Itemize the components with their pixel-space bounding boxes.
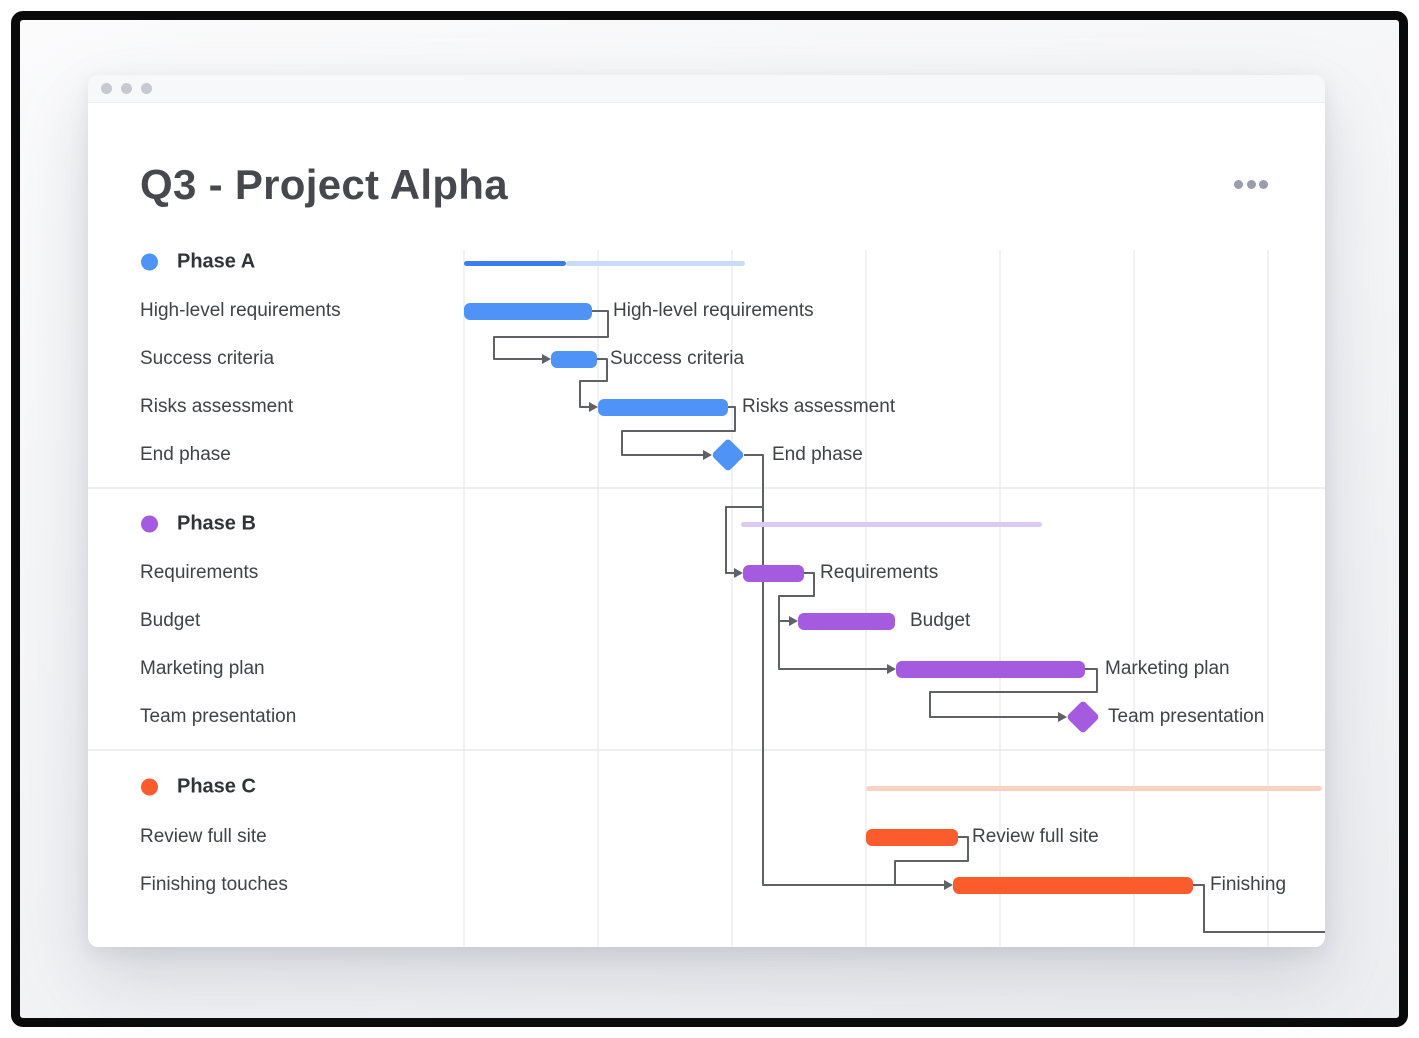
page-title: Q3 - Project Alpha	[140, 161, 508, 208]
phase-header-phase-b: Phase B	[141, 513, 256, 536]
dependency-connector	[725, 506, 763, 574]
dependency-connector	[929, 668, 1098, 718]
bar-label: Marketing plan	[1105, 658, 1230, 679]
phase-color-dot	[141, 253, 158, 271]
task-bar-success-criteria[interactable]	[551, 350, 597, 368]
task-bar-review-full-site[interactable]	[866, 828, 958, 846]
row-label: High-level requirements	[140, 300, 341, 321]
arrowhead-icon	[589, 402, 598, 412]
phase-summary-line	[464, 260, 566, 266]
phase-color-dot	[141, 778, 158, 796]
task-bar-marketing-plan[interactable]	[896, 660, 1085, 678]
more-options-button[interactable]	[1226, 171, 1276, 197]
phase-color-dot	[141, 515, 158, 533]
row-label: Marketing plan	[140, 658, 265, 679]
phase-summary-line	[741, 521, 1042, 527]
dependency-connector	[493, 310, 609, 360]
dependency-connector	[778, 572, 815, 622]
bar-label: Finishing	[1210, 874, 1287, 895]
row-label: Finishing touches	[140, 874, 288, 895]
window-control-dot[interactable]	[141, 83, 152, 94]
dependency-connector	[621, 406, 736, 456]
ellipsis-icon	[1234, 179, 1243, 189]
arrowhead-icon	[944, 880, 953, 890]
dependency-connector	[778, 621, 887, 670]
phase-label: Phase C	[177, 775, 256, 798]
arrowhead-icon	[542, 354, 551, 364]
dependency-connector	[1193, 884, 1325, 933]
phase-summary-line	[866, 785, 1322, 791]
arrowhead-icon	[887, 664, 896, 674]
task-bar-risks-assessment[interactable]	[598, 398, 728, 416]
bar-label: Risks assessment	[742, 396, 896, 417]
row-label: Review full site	[140, 826, 267, 847]
bar-label: Success criteria	[610, 348, 745, 369]
phase-label: Phase A	[177, 250, 256, 273]
phase-label: Phase B	[177, 512, 256, 535]
row-label: Risks assessment	[140, 396, 294, 417]
bar-label: End phase	[772, 444, 863, 465]
bar-label: Review full site	[972, 826, 1099, 847]
row-label: Success criteria	[140, 348, 275, 369]
row-label: Team presentation	[140, 706, 297, 727]
row-label: Budget	[140, 610, 201, 631]
window-control-dot[interactable]	[121, 83, 132, 94]
bar-label: Budget	[910, 610, 971, 631]
phase-summary-line	[566, 260, 745, 266]
task-bar-finishing-touches[interactable]	[953, 876, 1193, 894]
grid-and-dependency-lines	[88, 250, 1325, 947]
row-label: End phase	[140, 444, 231, 465]
bar-label: High-level requirements	[613, 300, 814, 321]
task-bar-budget[interactable]	[798, 612, 895, 630]
window-control-dot[interactable]	[101, 83, 112, 94]
phase-header-phase-a: Phase A	[141, 251, 255, 274]
arrowhead-icon	[789, 616, 798, 626]
window-titlebar	[88, 75, 1325, 103]
ellipsis-icon	[1246, 179, 1256, 189]
arrowhead-icon	[703, 450, 712, 460]
arrowhead-icon	[1058, 712, 1067, 722]
bar-label: Team presentation	[1108, 706, 1265, 727]
phase-header-phase-c: Phase C	[141, 776, 256, 799]
task-bar-high-level-requirements[interactable]	[464, 302, 592, 320]
dependency-connector	[744, 454, 944, 886]
row-label: Requirements	[140, 562, 259, 583]
ellipsis-icon	[1259, 179, 1268, 189]
bar-label: Requirements	[820, 562, 939, 583]
dependency-connector	[894, 836, 969, 884]
arrowhead-icon	[734, 568, 743, 578]
task-bar-requirements[interactable]	[743, 564, 804, 582]
dependency-connector	[579, 358, 608, 408]
